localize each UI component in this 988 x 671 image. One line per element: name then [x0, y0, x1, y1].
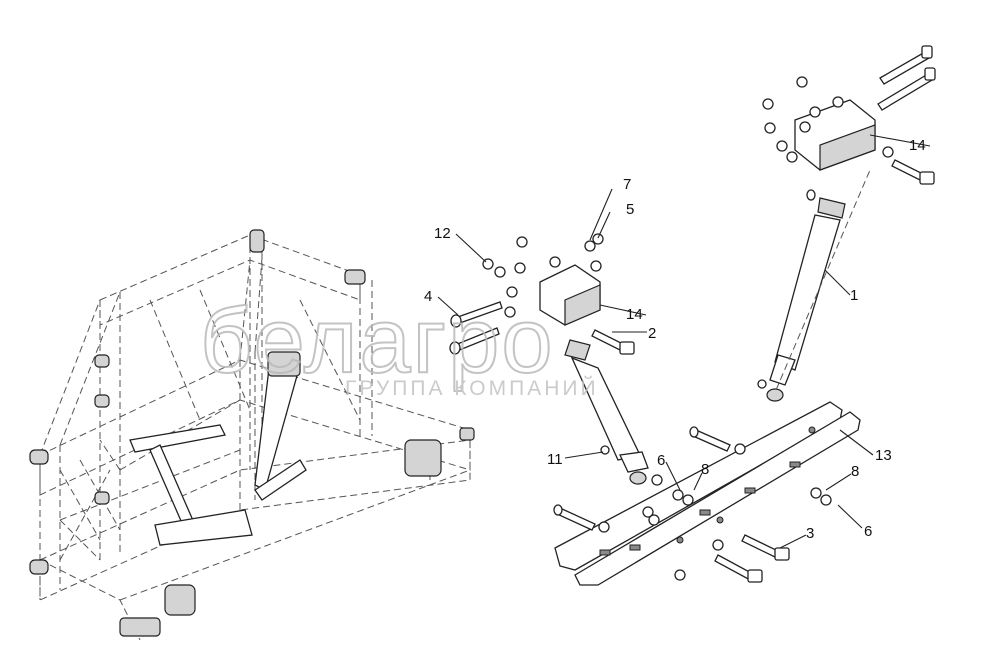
watermark-tagline: ГРУППА КОМПАНИЙ	[345, 376, 599, 400]
callout-8-left: 8	[701, 461, 709, 478]
callout-2: 2	[648, 325, 656, 342]
watermark: белагро ГРУППА КОМПАНИЙ	[199, 289, 599, 400]
shock-absorber-right	[757, 189, 846, 402]
callout-3: 3	[806, 525, 814, 542]
frame-assembly	[29, 229, 475, 641]
callout-5: 5	[626, 201, 634, 218]
leader-lines	[437, 134, 931, 549]
callout-13: 13	[875, 447, 892, 464]
lower-arm-assembly	[553, 401, 861, 586]
callout-14-middle: 14	[626, 306, 643, 323]
callout-7: 7	[623, 176, 631, 193]
callout-11: 11	[547, 451, 563, 468]
callout-labels: 7 5 12 4 14 2 14 1 11 6 8 13 8 3 6	[424, 137, 926, 542]
callout-6-left: 6	[657, 452, 665, 469]
watermark-brand: белагро	[200, 290, 555, 392]
callout-6-right: 6	[864, 523, 872, 540]
callout-12: 12	[434, 225, 451, 242]
shock-absorber-middle	[564, 339, 663, 486]
callout-1: 1	[850, 287, 858, 304]
callout-8-right: 8	[851, 463, 859, 480]
callout-4: 4	[424, 288, 432, 305]
middle-bracket-group	[449, 233, 635, 355]
callout-14-top: 14	[909, 137, 926, 154]
upper-bracket-group	[762, 45, 936, 185]
